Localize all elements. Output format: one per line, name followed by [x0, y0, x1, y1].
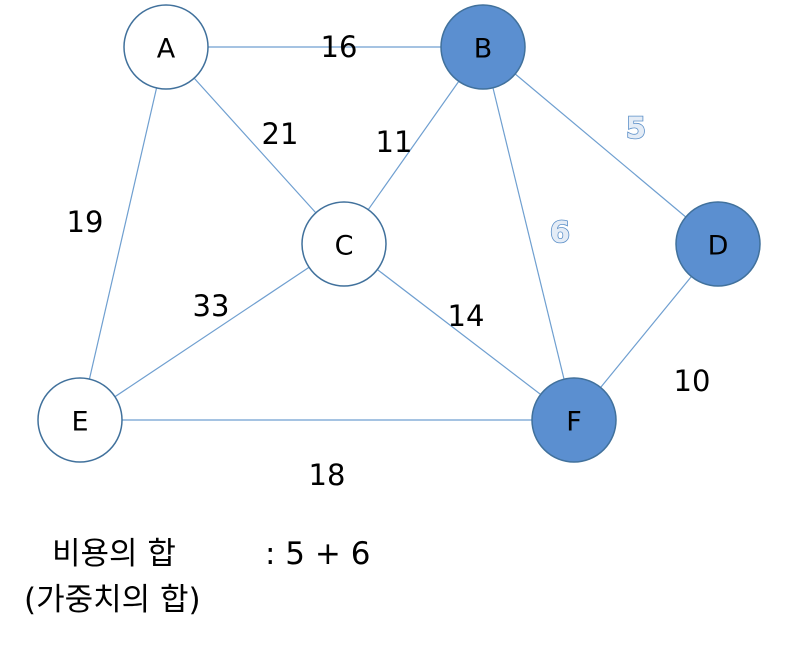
edge-c-f — [343, 243, 575, 421]
weighted-graph: 16 21 19 11 5 6 33 14 10 18 A B C D E F — [37, 4, 761, 492]
weight-label-layer: 16 21 19 11 5 6 33 14 10 18 — [67, 30, 711, 492]
edge-b-f — [482, 46, 575, 421]
node-label-b: B — [474, 34, 493, 65]
edge-weight-d-f: 10 — [674, 364, 711, 398]
edge-a-e — [79, 46, 167, 421]
edge-a-c — [165, 46, 345, 245]
node-label-e: E — [71, 407, 88, 438]
node-label-f: F — [566, 407, 582, 438]
node-f: F — [531, 377, 617, 463]
edge-weight-b-d: 5 — [626, 111, 646, 145]
node-c: C — [301, 201, 387, 287]
node-circle-c — [301, 201, 387, 287]
node-label-d: D — [708, 231, 729, 262]
edge-weight-c-e: 33 — [193, 289, 230, 323]
cost-sum-label: 비용의 합 — [52, 536, 176, 572]
node-label-a: A — [157, 34, 176, 65]
node-layer: A B C D E F — [37, 4, 761, 463]
cost-sum-sublabel: (가중치의 합) — [24, 582, 201, 618]
node-label-c: C — [335, 231, 354, 262]
node-d: D — [675, 201, 761, 287]
node-e: E — [37, 377, 123, 463]
node-circle-e — [37, 377, 123, 463]
edge-weight-a-e: 19 — [67, 205, 104, 239]
node-a: A — [123, 4, 209, 90]
edge-weight-c-f: 14 — [448, 299, 485, 333]
edge-layer — [79, 46, 719, 421]
node-circle-f — [531, 377, 617, 463]
edge-b-d — [482, 46, 719, 245]
edge-weight-e-f: 18 — [309, 458, 346, 492]
edge-weight-b-f: 6 — [550, 215, 570, 249]
edge-weight-b-c: 11 — [376, 125, 413, 159]
cost-sum-value: : 5 + 6 — [265, 536, 371, 572]
node-circle-d — [675, 201, 761, 287]
edge-c-e — [79, 243, 345, 421]
node-b: B — [440, 4, 526, 90]
node-circle-b — [440, 4, 526, 90]
node-circle-a — [123, 4, 209, 90]
edge-weight-a-b: 16 — [321, 30, 358, 64]
edge-weight-a-c: 21 — [262, 117, 299, 151]
